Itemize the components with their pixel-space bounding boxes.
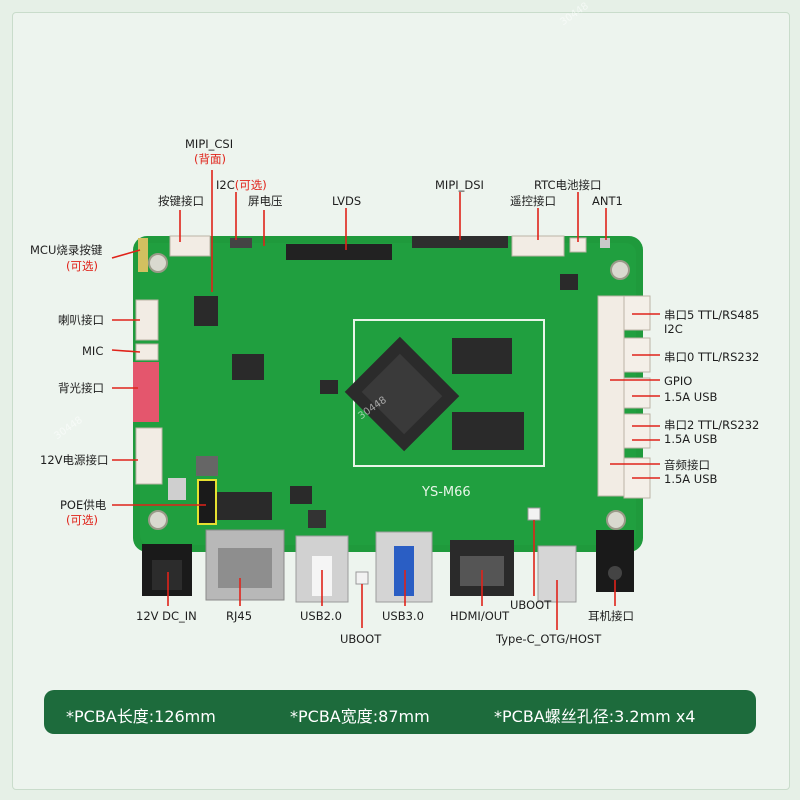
label-back-side: (背面) bbox=[194, 152, 226, 166]
label-uboot-bottom: UBOOT bbox=[340, 632, 382, 646]
uboot-button-right bbox=[527, 507, 541, 521]
leader-lines bbox=[111, 170, 660, 630]
label-ant1: ANT1 bbox=[592, 194, 623, 208]
label-usb30: USB3.0 bbox=[382, 609, 424, 623]
label-usb-15a-2: 1.5A USB bbox=[664, 432, 718, 446]
uboot-button-left bbox=[355, 571, 369, 585]
right-header-strip bbox=[597, 295, 625, 497]
label-usb-15a-1: 1.5A USB bbox=[664, 390, 718, 404]
label-mcu-burn-key: MCU烧录按键 bbox=[30, 243, 103, 257]
label-key-port: 按键接口 bbox=[158, 194, 204, 208]
label-mipi-csi: MIPI_CSI bbox=[185, 137, 234, 151]
label-i2c-optional-note: (可选) bbox=[234, 178, 267, 192]
label-uart0: 串口0 TTL/RS232 bbox=[664, 350, 760, 364]
label-backlight-port: 背光接口 bbox=[58, 381, 104, 395]
flash-chip bbox=[452, 412, 524, 450]
lvds-header bbox=[286, 244, 392, 260]
label-gpio: GPIO bbox=[664, 374, 693, 388]
specs-bar: *PCBA长度:126mm *PCBA宽度:87mm *PCBA螺丝孔径:3.2… bbox=[44, 690, 756, 734]
label-usb20: USB2.0 bbox=[300, 609, 342, 623]
watermark: 30448 bbox=[558, 1, 590, 28]
mipi-dsi-connector bbox=[412, 236, 508, 248]
label-rj45: RJ45 bbox=[226, 609, 253, 623]
label-earphone: 耳机接口 bbox=[588, 609, 634, 623]
label-rtc-battery: RTC电池接口 bbox=[534, 178, 602, 192]
poe-header bbox=[197, 479, 217, 525]
ram-chip bbox=[452, 338, 512, 374]
spec-hole: *PCBA螺丝孔径:3.2mm x4 bbox=[494, 707, 696, 726]
mipi-csi-connector bbox=[230, 238, 252, 248]
label-uart2: 串口2 TTL/RS232 bbox=[664, 418, 760, 432]
label-lvds: LVDS bbox=[332, 194, 362, 208]
label-mcu-optional: (可选) bbox=[66, 259, 98, 273]
key-connector bbox=[169, 235, 211, 257]
label-speaker-port: 喇叭接口 bbox=[58, 313, 104, 327]
usb-connector-1 bbox=[623, 377, 651, 409]
label-dc-in: 12V DC_IN bbox=[136, 609, 197, 623]
uart5-connector bbox=[623, 295, 651, 331]
label-i2c: I2C bbox=[216, 178, 235, 192]
label-mic: MIC bbox=[82, 344, 104, 358]
spec-width: *PCBA宽度:87mm bbox=[290, 707, 430, 726]
label-poe-optional: (可选) bbox=[66, 513, 98, 527]
label-mipi-dsi: MIPI_DSI bbox=[435, 178, 484, 192]
label-screen-voltage: 屏电压 bbox=[248, 194, 283, 208]
label-audio-port: 音频接口 bbox=[664, 458, 710, 472]
label-usb-15a-3: 1.5A USB bbox=[664, 472, 718, 486]
label-power-12v: 12V电源接口 bbox=[40, 453, 109, 467]
label-uboot-top: UBOOT bbox=[510, 598, 552, 612]
label-uart5: 串口5 TTL/RS485 bbox=[664, 308, 760, 322]
spec-length: *PCBA长度:126mm bbox=[66, 707, 216, 726]
label-remote-port: 遥控接口 bbox=[510, 194, 556, 208]
power12v-connector bbox=[135, 427, 163, 485]
label-i2c-optional: I2C(可选) bbox=[216, 178, 267, 192]
label-hdmi-out: HDMI/OUT bbox=[450, 609, 510, 623]
uart2-connector bbox=[623, 413, 651, 449]
board-silkscreen: YS-M66 bbox=[421, 485, 471, 500]
label-i2c-right: I2C bbox=[664, 322, 683, 336]
label-poe-power: POE供电 bbox=[60, 498, 107, 512]
mcu-burn-pins bbox=[138, 238, 148, 272]
watermark: 30448 bbox=[52, 415, 84, 442]
mounting-holes bbox=[148, 253, 630, 530]
backlight-connector bbox=[133, 362, 159, 422]
label-type-c: Type-C_OTG/HOST bbox=[496, 632, 602, 646]
ant1-connector bbox=[600, 238, 610, 248]
